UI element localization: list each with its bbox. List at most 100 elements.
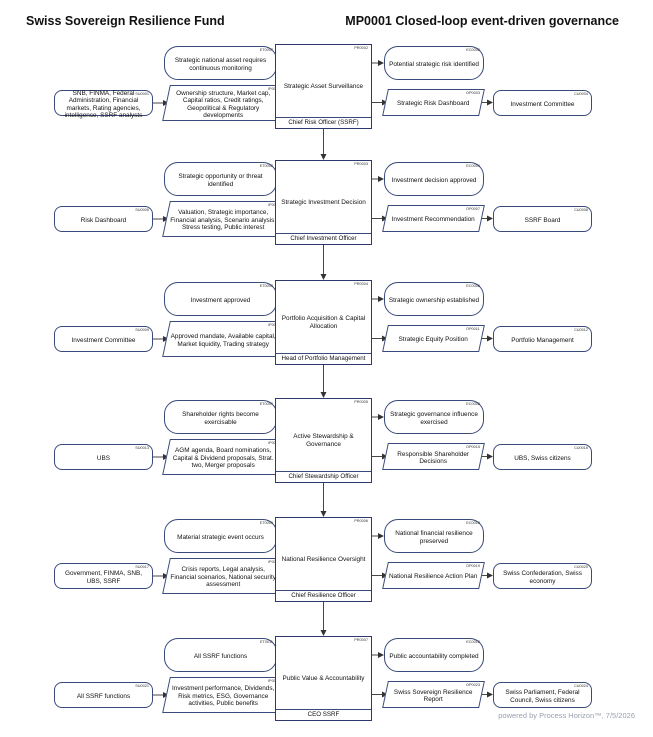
result-event-6-label: Public accountability completed <box>389 652 479 660</box>
supplier-3-label: Investment Committee <box>71 336 136 344</box>
process-label: Portfolio Acquisition & Capital Allocati… <box>281 315 366 330</box>
output-5-code: OP0019 <box>466 564 481 568</box>
result-event-3-code: EC0006 <box>466 284 480 288</box>
process-owner: Chief Resilience Officer <box>276 590 371 601</box>
process-label: Active Stewardship & Governance <box>293 433 354 448</box>
trigger-event-2-code: ET0002 <box>259 164 273 168</box>
process-owner: Chief Stewardship Officer <box>276 471 371 482</box>
customer-5-code: CU0020 <box>574 565 588 569</box>
output-1-code: OP0003 <box>466 91 481 95</box>
output-2-code: OP0007 <box>466 207 481 211</box>
customer-3-code: CU0012 <box>574 328 588 332</box>
input-6-label: Investment performance, Dividends, Risk … <box>172 685 275 708</box>
supplier-6-code: SU0021 <box>135 684 149 688</box>
process-code: PR0003 <box>354 162 368 166</box>
process-label: Strategic Investment Decision <box>281 198 366 206</box>
output-4-label: Responsible Shareholder Decisions <box>397 450 470 465</box>
customer-4-code: CU0016 <box>574 446 588 450</box>
output-3-code: OP0011 <box>466 327 481 331</box>
customer-6-label: Swiss Parliament, Federal Council, Swiss… <box>505 689 580 704</box>
process-owner: Chief Risk Officer (SSRF) <box>276 117 371 128</box>
result-event-4-label: Strategic governance influence exercised <box>390 411 478 426</box>
output-5-label: National Resilience Action Plan <box>388 573 478 581</box>
customer-1-code: CU0004 <box>574 92 588 96</box>
output-6-code: OP0023 <box>466 683 481 687</box>
trigger-event-5-label: Material strategic event occurs <box>177 533 264 541</box>
result-event-5-label: National financial resilience preserved <box>395 530 473 545</box>
process-label: National Resilience Oversight <box>281 555 366 563</box>
customer-4-label: UBS, Swiss citizens <box>514 454 571 462</box>
trigger-event-5-code: ET0009 <box>259 521 273 525</box>
trigger-event-4-code: ET0007 <box>259 402 273 406</box>
process-label: Strategic Asset Surveillance <box>283 82 364 90</box>
result-event-4-code: EC0008 <box>466 402 480 406</box>
organization-title: Swiss Sovereign Resilience Fund <box>26 14 225 28</box>
output-1-label: Strategic Risk Dashboard <box>396 100 470 108</box>
process-code: PR0002 <box>354 46 368 50</box>
supplier-1-code: SU0001 <box>135 92 149 96</box>
output-6-label: Swiss Sovereign Resilience Report <box>393 688 473 703</box>
process-code: PR0007 <box>354 638 368 642</box>
process-owner: Head of Portfolio Management <box>276 353 371 364</box>
trigger-event-6-label: All SSRF functions <box>193 652 248 660</box>
supplier-1-label: SNB, FINMA, Federal Administration, Fina… <box>64 89 143 119</box>
input-4-label: AGM agenda, Board nominations, Capital &… <box>172 447 274 470</box>
supplier-6-label: All SSRF functions <box>76 692 131 700</box>
customer-2-label: SSRF Board <box>524 216 561 224</box>
process-owner: CEO SSRF <box>276 709 371 720</box>
customer-2-code: CU0008 <box>574 208 588 212</box>
customer-6-code: CU0024 <box>574 684 588 688</box>
customer-5-label: Swiss Confederation, Swiss economy <box>503 570 582 585</box>
result-event-1-code: EC0002 <box>466 48 480 52</box>
trigger-event-1-code: ET0007 <box>259 48 273 52</box>
trigger-event-1-label: Strategic national asset requires contin… <box>174 57 267 72</box>
result-event-6-code: EC0012 <box>466 640 480 644</box>
supplier-4-label: UBS <box>96 454 111 462</box>
output-2-label: Investment Recommendation <box>391 216 475 224</box>
output-4-code: OP0015 <box>466 445 481 449</box>
input-2-label: Valuation, Strategic importance, Financi… <box>170 209 277 232</box>
